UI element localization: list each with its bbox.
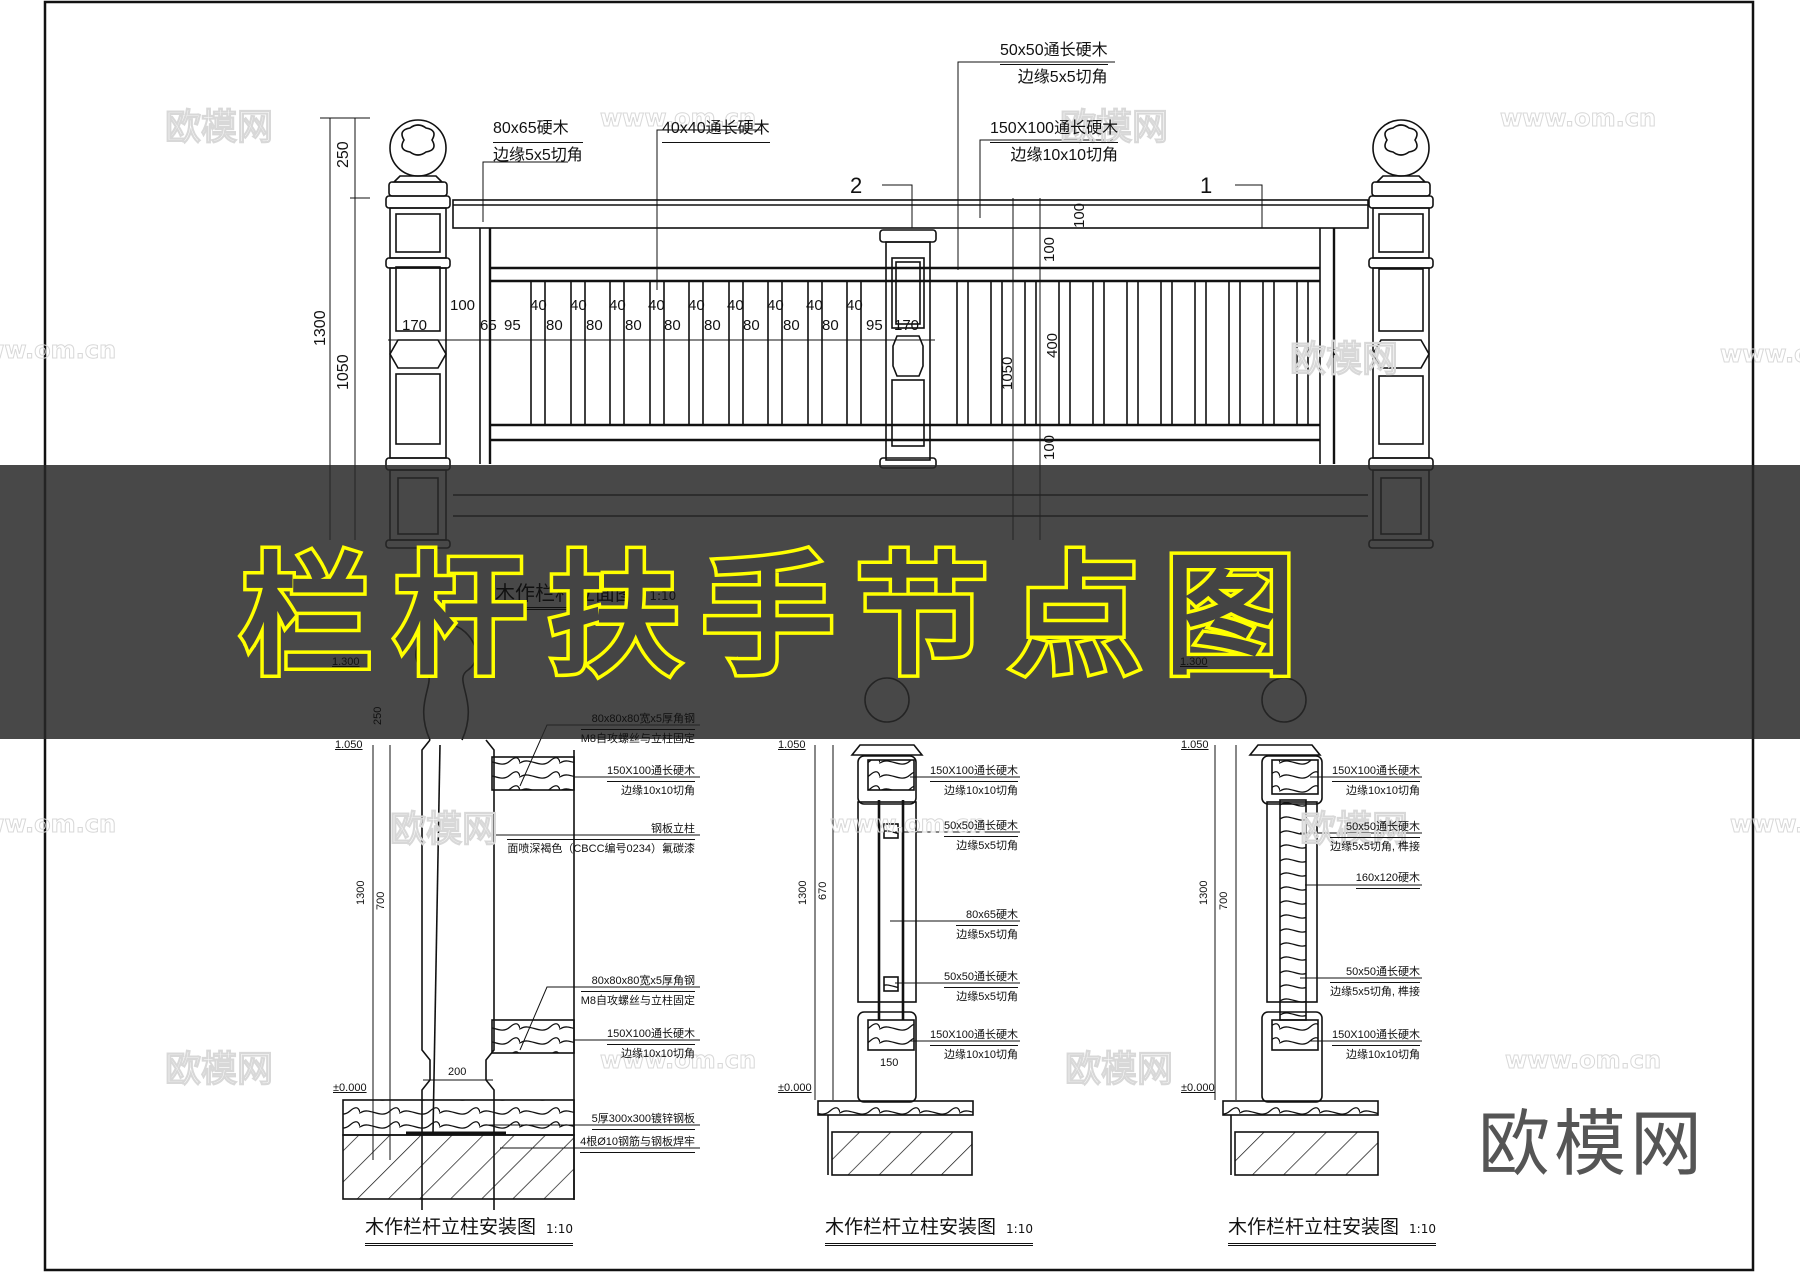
brand-watermark: 欧模网 bbox=[1478, 1102, 1707, 1186]
watermark-url: www.om.cn bbox=[599, 104, 757, 133]
callout-80x65: 80x65硬木 边缘5x5切角 bbox=[493, 120, 583, 164]
watermark-url: www.om.cn bbox=[1504, 1046, 1662, 1075]
watermark-logo: 欧模网 bbox=[164, 107, 274, 149]
watermark-url: www.om.cn bbox=[1729, 810, 1800, 839]
detail1-note: 150X100通长硬木边缘10x10切角 bbox=[606, 765, 695, 797]
horizontal-dims: 170 100 65 95 40 80 40 80 40 80 40 80 40… bbox=[402, 297, 920, 334]
dim: 1300 bbox=[1198, 880, 1210, 905]
watermark-url: www.om.cn bbox=[829, 810, 987, 839]
detail2-note: 150X100通长硬木边缘10x10切角 bbox=[929, 1029, 1018, 1061]
dim-250: 250 bbox=[335, 141, 352, 168]
watermark-logo: 欧模网 bbox=[164, 1049, 274, 1091]
dim: 200 bbox=[448, 1066, 467, 1078]
dim: 1300 bbox=[355, 880, 367, 905]
detail2-note: 50x50通长硬木边缘5x5切角 bbox=[944, 971, 1018, 1003]
level-marker: ±0.000 bbox=[778, 1082, 812, 1094]
title-band bbox=[0, 465, 1800, 739]
callout-50x50: 50x50通长硬木 边缘5x5切角 bbox=[1000, 42, 1108, 86]
dim-1300: 1300 bbox=[312, 310, 329, 346]
dim-center: 400 bbox=[1044, 332, 1061, 358]
detail1-note: 150X100通长硬木边缘10x10切角 bbox=[606, 1028, 695, 1060]
poster-title: 栏杆扶手节点图 bbox=[237, 537, 1318, 698]
section-mark-1: 1 bbox=[1200, 173, 1213, 198]
level-marker: 1.050 bbox=[335, 739, 363, 751]
dim-center: 100 bbox=[1041, 236, 1058, 262]
elevation-caption: 木作栏杆立面图 1:10 bbox=[495, 583, 677, 610]
level-marker: ±0.000 bbox=[333, 1082, 367, 1094]
watermark-url: www.om.cn bbox=[1719, 340, 1800, 369]
dim: 1300 bbox=[797, 880, 809, 905]
callout-150x100: 150X100通长硬木 边缘10x10切角 bbox=[990, 120, 1119, 164]
dim-center: 1050 bbox=[999, 356, 1016, 390]
callout-40x40: 40x40通长硬木 bbox=[662, 118, 770, 145]
dim: 150 bbox=[880, 1057, 899, 1069]
watermark-url: www.om.cn bbox=[599, 1046, 757, 1075]
dim: 700 bbox=[375, 891, 387, 910]
detail3-note: 160x120硬木 bbox=[1355, 871, 1420, 891]
detail3-note: 50x50通长硬木边缘5x5切角, 榫接 bbox=[1330, 821, 1420, 853]
watermark-logo: 欧模网 bbox=[1059, 107, 1169, 149]
section-mark-2: 2 bbox=[850, 173, 863, 198]
dim: 670 bbox=[817, 881, 829, 900]
dim: 700 bbox=[1218, 891, 1230, 910]
level-marker: 1.050 bbox=[778, 739, 806, 751]
detail1-note: 钢板立柱面喷深褐色（CBCC编号0234）氟碳漆 bbox=[507, 823, 695, 855]
detail1-note: 4根Ø10钢筋与钢板焊牢 bbox=[580, 1135, 695, 1155]
level-marker: 1.050 bbox=[1181, 739, 1209, 751]
dim-center: 100 bbox=[1071, 202, 1088, 228]
watermark-url: www.om.cn bbox=[0, 810, 117, 839]
level-marker: 1.300 bbox=[1180, 656, 1208, 668]
watermark-logo: 欧模网 bbox=[1289, 339, 1399, 381]
detail3-note: 150X100通长硬木边缘10x10切角 bbox=[1331, 765, 1420, 797]
watermark-url: www.om.cn bbox=[1499, 104, 1657, 133]
watermark-logo: 欧模网 bbox=[389, 809, 499, 851]
level-marker: 1.300 bbox=[332, 656, 360, 668]
detail3-note: 150X100通长硬木边缘10x10切角 bbox=[1331, 1029, 1420, 1061]
detail1-note: 5厚300x300镀锌钢板 bbox=[591, 1112, 695, 1132]
watermark-logo: 欧模网 bbox=[1064, 1049, 1174, 1091]
watermark-url: www.om.cn bbox=[0, 336, 117, 365]
watermark-logo: 欧模网 bbox=[1299, 809, 1409, 851]
dim-center: 100 bbox=[1041, 434, 1058, 460]
level-marker: ±0.000 bbox=[1181, 1082, 1215, 1094]
dim: 250 bbox=[372, 706, 384, 725]
dim-1050: 1050 bbox=[335, 354, 352, 390]
detail2-note: 150X100通长硬木边缘10x10切角 bbox=[929, 765, 1018, 797]
detail2-note: 80x65硬木边缘5x5切角 bbox=[956, 909, 1018, 941]
detail2-note: 50x50通长硬木边缘5x5切角 bbox=[944, 820, 1018, 852]
detail3-note: 50x50通长硬木边缘5x5切角, 榫接 bbox=[1330, 966, 1420, 998]
